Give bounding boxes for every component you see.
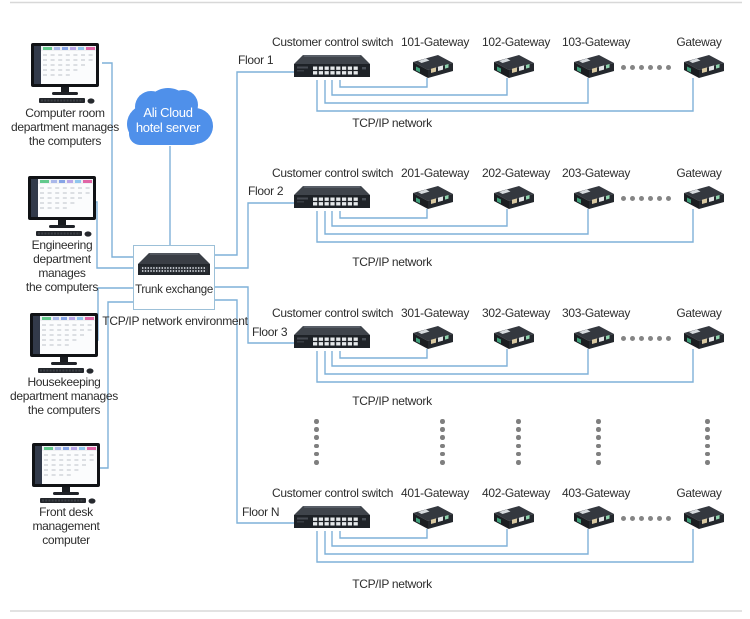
floor2-gatewayN-label: Gateway xyxy=(676,166,722,180)
floorN-gateway3-label: 403-Gateway xyxy=(562,486,631,500)
floor3-gateway2-label: 302-Gateway xyxy=(482,306,551,320)
floor1-gateway2-label: 102-Gateway xyxy=(482,35,551,49)
floor2-switch-label: Customer control switch xyxy=(272,166,394,180)
front-desk-label: Front desk management computer xyxy=(32,505,100,548)
front-desk-monitor xyxy=(31,443,101,505)
floorN-gateway-links xyxy=(316,529,694,563)
floor3-gateway1-label: 301-Gateway xyxy=(401,306,470,320)
floor1-gatewayN xyxy=(684,55,724,78)
floor2-gatewayN xyxy=(684,186,724,209)
housekeeping-label: Housekeeping department manages the comp… xyxy=(9,375,118,418)
floor2-name: Floor 2 xyxy=(248,184,284,198)
floor1-gateway1 xyxy=(413,55,453,78)
floor3-gatewayN-label: Gateway xyxy=(676,306,722,320)
link-trunk-floor3 xyxy=(215,286,294,344)
cloud-label-line1: Ali Cloud xyxy=(143,105,192,120)
floor3-gateway3-label: 303-Gateway xyxy=(562,306,631,320)
engineering-monitor xyxy=(27,176,97,238)
link-client1-trunk xyxy=(102,62,133,258)
floors-ellipsis-switch xyxy=(314,419,319,465)
ali-cloud: Ali Cloud hotel server xyxy=(127,88,213,145)
floors-ellipsis-gatewayN xyxy=(705,419,710,465)
floorN-gatewayN xyxy=(684,506,724,529)
floor2-gateway-links xyxy=(316,209,694,243)
trunk-exchange-switch xyxy=(138,252,210,276)
engineering-label: Engineering department manages the compu… xyxy=(25,238,99,295)
floorN-gateway3 xyxy=(574,506,614,529)
floor2-network-label: TCP/IP network xyxy=(352,255,432,269)
floorN-switch-label: Customer control switch xyxy=(272,486,394,500)
floor3-switch-label: Customer control switch xyxy=(272,306,394,320)
svg-text:Ali Cloud: Ali Cloud xyxy=(143,105,192,120)
floorN-ellipsis xyxy=(621,516,671,521)
floor2-gateway3-label: 203-Gateway xyxy=(562,166,631,180)
computer-room-label: Computer room department manages the com… xyxy=(10,106,119,149)
floors-ellipsis-gateway2 xyxy=(516,419,521,465)
floor2-gateway3 xyxy=(574,186,614,209)
floor3-gateway1 xyxy=(413,326,453,349)
svg-text:hotel server: hotel server xyxy=(136,120,201,135)
floor3-network-label: TCP/IP network xyxy=(352,394,432,408)
floor2-gateway1 xyxy=(413,186,453,209)
floor1-ellipsis xyxy=(621,65,671,70)
floors-ellipsis-gateway1 xyxy=(440,419,445,465)
floor2-gateway2-label: 202-Gateway xyxy=(482,166,551,180)
floor2-ellipsis xyxy=(621,196,671,201)
cloud-label-line2: hotel server xyxy=(136,120,201,135)
floorN-gateway1 xyxy=(413,506,453,529)
floor3-gateway2 xyxy=(494,326,534,349)
floors-ellipsis-gateway3 xyxy=(596,419,601,465)
floorN-gateway2 xyxy=(494,506,534,529)
floorN-gateway1-label: 401-Gateway xyxy=(401,486,470,500)
tcpip-environment-label: TCP/IP network environment xyxy=(102,314,248,328)
floor1-switch xyxy=(294,53,370,79)
floor3-gatewayN xyxy=(684,326,724,349)
computer-room-monitor xyxy=(30,43,100,105)
floor1-gatewayN-label: Gateway xyxy=(676,35,722,49)
link-trunk-floorN xyxy=(215,299,294,524)
floor1-switch-label: Customer control switch xyxy=(272,35,394,49)
link-trunk-floor2 xyxy=(215,202,294,269)
floor1-gateway3-label: 103-Gateway xyxy=(562,35,631,49)
floor1-network-label: TCP/IP network xyxy=(352,116,432,130)
floor1-name: Floor 1 xyxy=(238,53,274,67)
floor2-switch xyxy=(294,184,370,210)
link-trunk-floor1 xyxy=(215,71,294,256)
floor3-gateway3 xyxy=(574,326,614,349)
floor1-gateway1-label: 101-Gateway xyxy=(401,35,470,49)
floor2-gateway1-label: 201-Gateway xyxy=(401,166,470,180)
floorN-switch xyxy=(294,504,370,530)
floorN-network-label: TCP/IP network xyxy=(352,577,432,591)
floor1-gateway3 xyxy=(574,55,614,78)
floorN-name: Floor N xyxy=(242,505,280,519)
floorN-gateway2-label: 402-Gateway xyxy=(482,486,551,500)
floor1-gateway-links xyxy=(316,78,694,112)
floor1-gateway2 xyxy=(494,55,534,78)
trunk-exchange-label: Trunk exchange xyxy=(135,284,213,296)
floor3-gateway-links xyxy=(316,349,694,383)
floor3-name: Floor 3 xyxy=(252,325,288,339)
floorN-gatewayN-label: Gateway xyxy=(676,486,722,500)
floor2-gateway2 xyxy=(494,186,534,209)
floor3-switch xyxy=(294,324,370,350)
floor3-ellipsis xyxy=(621,336,671,341)
